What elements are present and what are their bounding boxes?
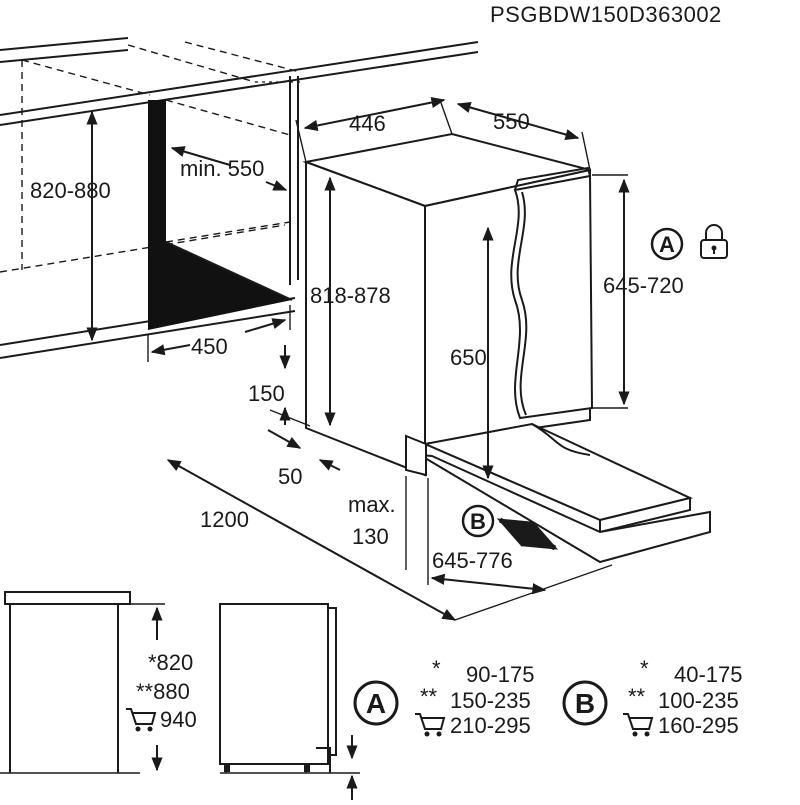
door-travel-arrow <box>496 517 559 551</box>
depth-arrow <box>456 102 580 140</box>
niche-height-label: 820-880 <box>30 178 111 203</box>
max-label: max. <box>348 492 396 517</box>
table-b-value-2: 100-235 <box>658 688 739 713</box>
countertop <box>0 37 479 359</box>
table-a-mark-1: * <box>432 656 441 681</box>
door-travel-label: 645-776 <box>432 548 513 573</box>
max-value: 130 <box>352 524 389 549</box>
svg-text:B: B <box>470 509 486 534</box>
table-a-value-1: 90-175 <box>466 662 535 687</box>
cart-icon <box>415 713 446 737</box>
table-a: * 90-175 ** 150-235 210-295 <box>415 656 535 738</box>
depth-label: 550 <box>493 109 530 134</box>
table-b-value-1: 40-175 <box>674 662 743 687</box>
plinth-depth-label: 50 <box>278 464 302 489</box>
svg-text:B: B <box>575 688 595 719</box>
table-b-mark-2: ** <box>628 684 646 709</box>
door-travel-length-arrow <box>430 573 547 595</box>
door-height-label: 650 <box>450 345 487 370</box>
product-code: PSGBDW150D363002 <box>490 2 722 27</box>
niche-depth-label: min. 550 <box>180 156 264 181</box>
marker-b: B <box>461 504 495 538</box>
table-a-value-3: 210-295 <box>450 713 531 738</box>
niche-width-arrow <box>244 318 287 333</box>
cart-icon <box>126 708 157 732</box>
min-depth-arrow <box>170 146 231 166</box>
side-height-1: *820 <box>148 650 193 675</box>
side-view-appliance <box>219 603 360 800</box>
marker-a-large: A <box>353 680 399 726</box>
total-length-arrow <box>166 459 457 621</box>
panel-height-label: 645-720 <box>603 273 684 298</box>
niche-cavity <box>148 76 299 330</box>
svg-text:A: A <box>659 232 675 257</box>
open-door <box>405 422 711 564</box>
width-label: 446 <box>349 111 386 136</box>
table-a-mark-2: ** <box>420 684 438 709</box>
plinth-depth-arrow <box>267 429 302 449</box>
plinth-height-label: 150 <box>248 381 285 406</box>
svg-text:A: A <box>366 688 386 719</box>
appliance-height-label: 818-878 <box>310 283 391 308</box>
niche-width-label: 450 <box>191 334 228 359</box>
side-view-cabinet <box>0 591 165 774</box>
side-height-2: **880 <box>136 679 190 704</box>
marker-b-large: B <box>562 680 608 726</box>
width-arrow <box>303 96 446 132</box>
door-panel <box>510 166 594 420</box>
side-height-3: 940 <box>160 707 197 732</box>
lock-icon <box>700 224 728 259</box>
table-a-value-2: 150-235 <box>450 688 531 713</box>
min-depth-arrow-2 <box>265 180 288 191</box>
total-length-label: 1200 <box>200 507 249 532</box>
marker-a: A <box>650 227 684 261</box>
table-b-mark-1: * <box>640 656 649 681</box>
cart-icon <box>623 713 654 737</box>
table-b-value-3: 160-295 <box>658 713 739 738</box>
table-b: * 40-175 ** 100-235 160-295 <box>623 656 743 738</box>
